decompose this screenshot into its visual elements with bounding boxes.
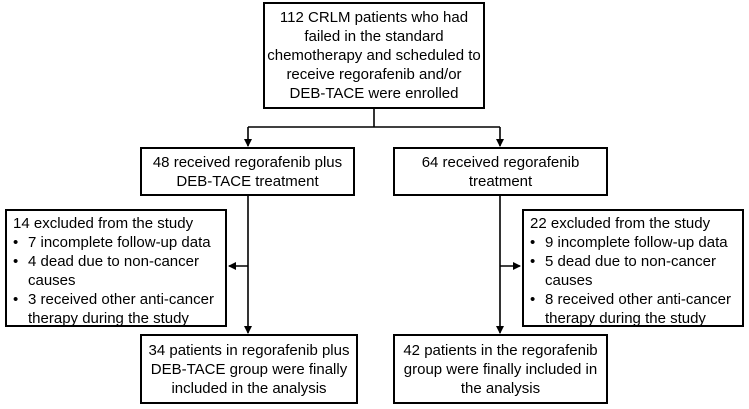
exclusion-item-line: causes [28,272,76,289]
mono-final-line: the analysis [460,379,541,397]
combo-arm-line: 48 received regorafenib plus [152,153,343,171]
combo-final-line: 34 patients in regorafenib plus [148,341,350,359]
exclusion-item-line: 8 received other anti-cancer [545,291,731,308]
exclusion-item-line: 3 received other anti-cancer [28,291,214,308]
combo-final-box: 34 patients in regorafenib plus DEB-TACE… [140,334,358,404]
combo-excluded-box: 14 excluded from the study 7 incomplete … [5,209,227,327]
mono-arm-line: 64 received regorafenib [421,153,580,171]
combo-arm-line: DEB-TACE treatment [176,172,319,190]
mono-excluded-box: 22 excluded from the study 9 incomplete … [522,209,744,327]
exclusion-item-line: therapy during the study [545,310,706,327]
enrolled-line: 112 CRLM patients who had [279,9,469,26]
mono-excluded-header: 22 excluded from the study [530,215,711,232]
combo-final-line: included in the analysis [171,379,327,397]
mono-final-line: group were finally included in [403,360,598,378]
exclusion-item-line: 7 incomplete follow-up data [28,234,211,251]
exclusion-item: 8 received other anti-cancer therapy dur… [530,290,736,328]
mono-arm-line: treatment [468,172,533,190]
enrolled-line: chemotherapy and scheduled to [267,47,481,64]
exclusion-item-line: causes [545,272,593,289]
exclusion-item: 4 dead due to non-cancer causes [13,252,219,290]
combo-excluded-list: 7 incomplete follow-up data 4 dead due t… [13,233,219,328]
mono-arm-box: 64 received regorafenib treatment [393,147,608,196]
exclusion-item: 5 dead due to non-cancer causes [530,252,736,290]
exclusion-item: 3 received other anti-cancer therapy dur… [13,290,219,328]
exclusion-item: 9 incomplete follow-up data [530,233,736,252]
combo-final-line: DEB-TACE group were finally [150,360,348,378]
mono-excluded-list: 9 incomplete follow-up data 5 dead due t… [530,233,736,328]
exclusion-item-line: 9 incomplete follow-up data [545,234,728,251]
exclusion-item: 7 incomplete follow-up data [13,233,219,252]
enrolled-line: failed in the standard [304,28,444,45]
enrolled-line: receive regorafenib and/or [286,66,462,83]
enrolled-box: 112 CRLM patients who had failed in the … [263,2,485,109]
exclusion-item-line: therapy during the study [28,310,189,327]
exclusion-item-line: 5 dead due to non-cancer [545,253,716,270]
exclusion-item-line: 4 dead due to non-cancer [28,253,199,270]
mono-final-line: 42 patients in the regorafenib [403,341,598,359]
combo-excluded-header: 14 excluded from the study [13,215,194,232]
combo-arm-box: 48 received regorafenib plus DEB-TACE tr… [140,147,355,196]
mono-final-box: 42 patients in the regorafenib group wer… [393,334,608,404]
enrolled-line: DEB-TACE were enrolled [289,85,459,102]
